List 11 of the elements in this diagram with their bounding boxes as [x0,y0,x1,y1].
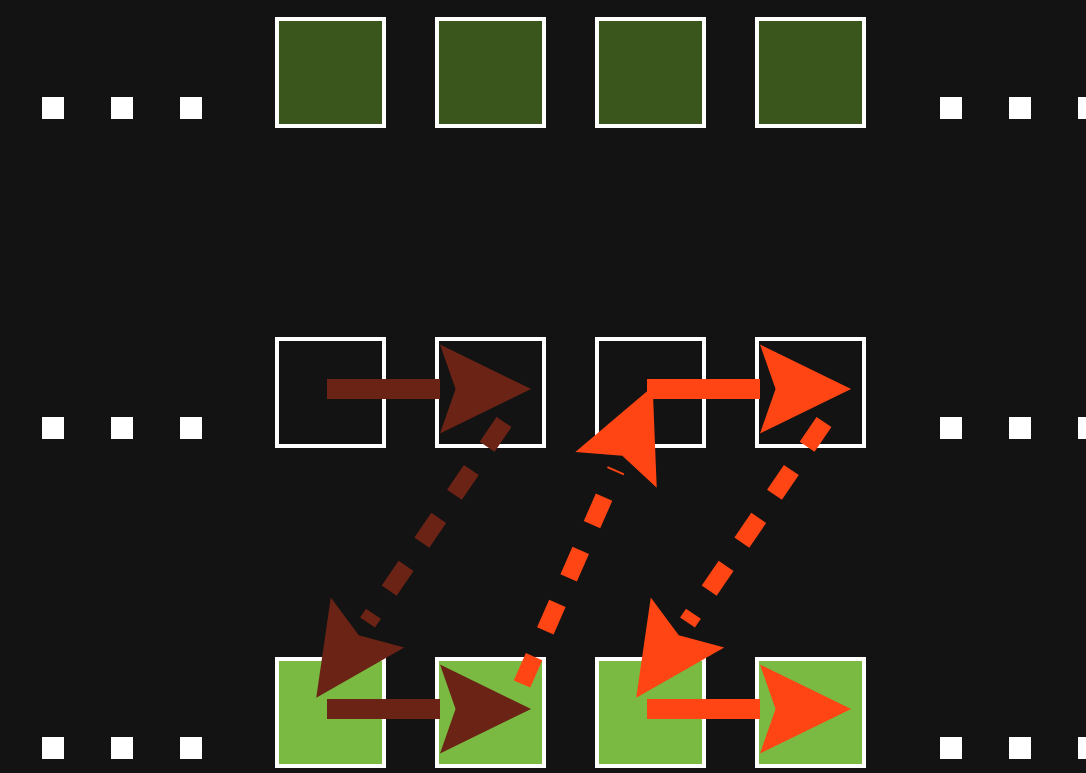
cell-square [435,17,546,128]
cell-square [275,17,386,128]
dashed-arrow [636,416,832,698]
cell-square [755,17,866,128]
arrow [647,344,852,434]
arrow [647,664,852,754]
dashed-arrow [316,416,512,698]
cell-square [595,17,706,128]
arrow [327,344,532,434]
arrow [327,664,532,754]
cell-square [275,337,386,448]
